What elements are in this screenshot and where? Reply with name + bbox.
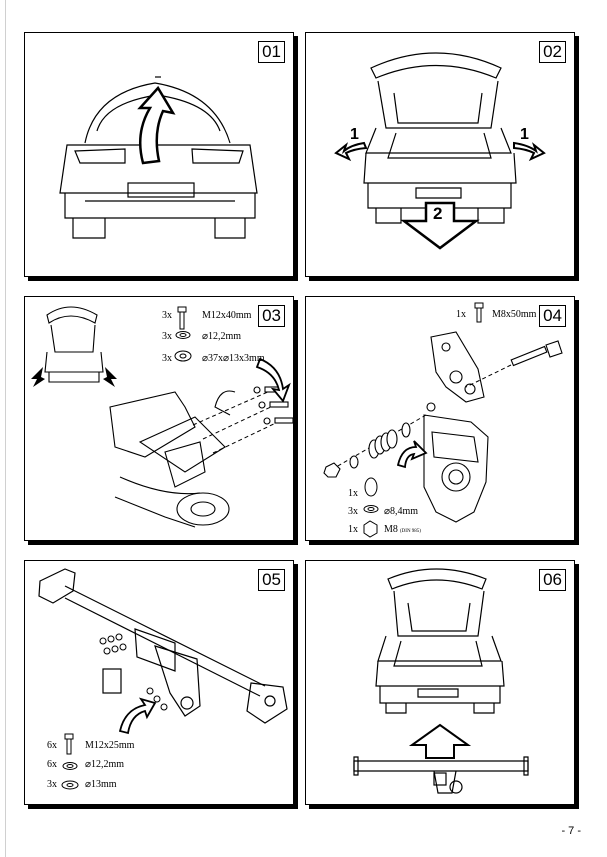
part-qty: 1x <box>348 524 358 535</box>
right-pointer-icon <box>103 367 117 387</box>
part-name: M8x50mm <box>492 309 537 320</box>
left-pointer-icon <box>31 367 45 387</box>
part-qty: 3x <box>47 779 57 790</box>
towbar-crossbar-illustration <box>38 568 288 790</box>
parts-list: 3x M12x40mm 3x ⌀12,2mm 3x ⌀37x⌀13x3mm <box>162 308 292 378</box>
page-number: - 7 - <box>561 825 581 837</box>
callout-2: 2 <box>433 204 442 223</box>
part-name: M12x40mm <box>202 310 252 321</box>
step-number: 01 <box>258 41 285 63</box>
part-qty: 3x <box>162 331 172 342</box>
callout-1-right: 1 <box>520 126 529 143</box>
part-name: M12x25mm <box>85 740 135 751</box>
step-05-panel: 6x M12x25mm 6x ⌀12,2mm 3x ⌀13mm 05 <box>24 560 294 805</box>
right-arrow-icon <box>513 141 546 162</box>
step-01-panel: 01 <box>24 32 294 277</box>
part-name: ⌀12,2mm <box>85 759 125 770</box>
down-arrow-icon <box>400 201 480 250</box>
parts-list-top: 1x M8x50mm <box>456 307 566 327</box>
car-rear-closed-illustration <box>59 76 258 239</box>
step-03-panel: 3x M12x40mm 3x ⌀12,2mm 3x ⌀37x⌀13x3mm 03 <box>24 296 294 541</box>
up-arrow-icon <box>408 723 472 759</box>
part-qty: 6x <box>47 759 57 770</box>
car-rear-open-illustration: 1 1 2 <box>334 52 546 250</box>
step-number: 03 <box>258 305 285 327</box>
curved-arrow-icon <box>396 440 428 469</box>
part-qty: 1x <box>456 309 466 320</box>
part-standard: (DIN 985) <box>400 529 421 534</box>
curved-arrow-icon <box>118 697 157 735</box>
electrical-socket-plate-illustration <box>323 302 563 538</box>
left-arrow-icon <box>334 141 368 162</box>
part-qty: 1x <box>348 488 358 499</box>
part-name: ⌀37x⌀13x3mm <box>202 353 265 364</box>
step-number: 04 <box>539 305 566 327</box>
lift-arrow-icon <box>137 85 176 165</box>
callout-1-left: 1 <box>350 126 359 143</box>
parts-list: 6x M12x25mm 6x ⌀12,2mm 3x ⌀13mm <box>47 738 177 798</box>
part-qty: 3x <box>162 310 172 321</box>
step-06-panel: 06 <box>305 560 575 805</box>
page-edge <box>5 0 6 857</box>
curved-arrow-icon <box>255 357 291 403</box>
part-name: ⌀13mm <box>85 779 117 790</box>
part-name: ⌀12,2mm <box>202 331 242 342</box>
part-qty: 6x <box>47 740 57 751</box>
step-number: 05 <box>258 569 285 591</box>
part-name: ⌀8,4mm <box>384 506 419 517</box>
part-name: M8 <box>384 524 398 535</box>
part-qty: 3x <box>162 353 172 364</box>
part-qty: 3x <box>348 506 358 517</box>
step-02-panel: 1 1 2 02 <box>305 32 575 277</box>
step-number: 02 <box>539 41 566 63</box>
car-with-towbar-illustration <box>353 568 529 794</box>
mounting-bracket-illustration <box>31 306 293 528</box>
step-number: 06 <box>539 569 566 591</box>
